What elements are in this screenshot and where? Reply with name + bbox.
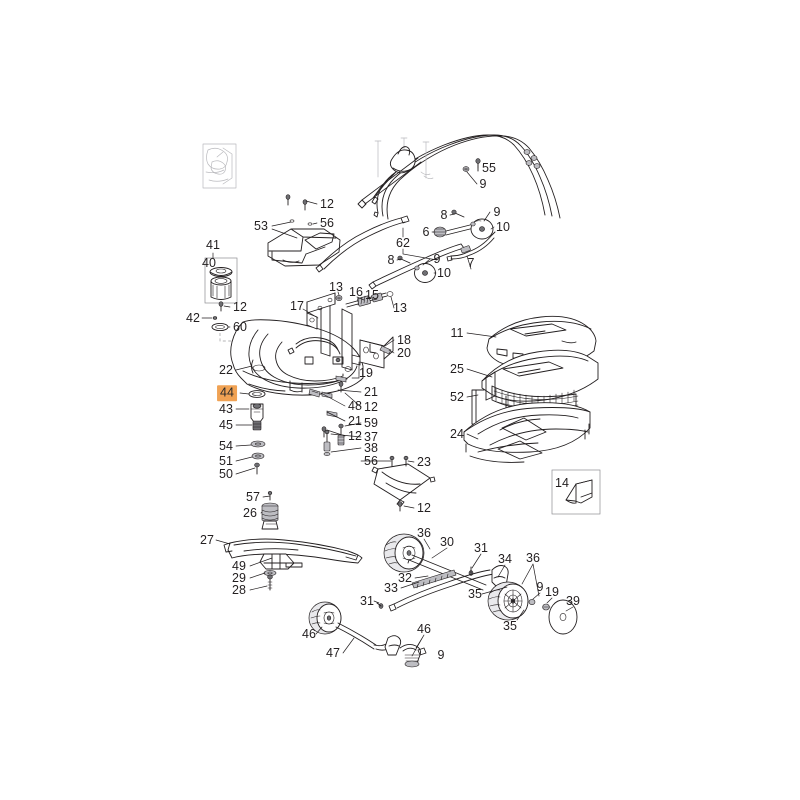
callout-label: 31 (360, 593, 374, 608)
center-fastener-group (323, 423, 436, 512)
callout-label: 57 (246, 489, 260, 504)
callout-label: 27 (200, 532, 214, 547)
callout-label: 12 (417, 500, 431, 515)
callout-label: 19 (359, 365, 373, 380)
callout-label: 34 (498, 551, 512, 566)
callout-label: 35 (468, 586, 482, 601)
grass-catcher-assembly (463, 315, 599, 463)
callout-label: 10 (437, 265, 451, 280)
callout-label: 20 (397, 345, 411, 360)
callout-label: 16 (349, 284, 363, 299)
blade-assembly (223, 491, 363, 591)
callout-label: 9 (479, 176, 487, 191)
callout-label: 35 (503, 618, 517, 633)
callout-label: 9 (493, 204, 501, 219)
callout-label: 18 (397, 332, 411, 347)
spring-6 (433, 226, 447, 238)
callout-label: 45 (219, 417, 233, 432)
callout-label: 26 (243, 505, 257, 520)
callout-label: 60 (233, 319, 247, 334)
callout-label: 7 (467, 255, 475, 270)
callout-label: 49 (232, 558, 246, 573)
callout-label: 12 (320, 196, 334, 211)
callout-label: 37 (364, 429, 378, 444)
callout-label: 51 (219, 453, 233, 468)
callout-label: 8 (440, 207, 448, 222)
deck-top-hardware (308, 291, 394, 438)
leader-lines (201, 163, 574, 657)
ghost-detail-sketch (202, 143, 237, 189)
callout-label: 56 (320, 215, 334, 230)
callout-label: 32 (398, 570, 412, 585)
callout-label: 56 (364, 453, 378, 468)
callout-label: 42 (186, 310, 200, 325)
callout-label: 25 (450, 361, 464, 376)
wheel-front-left (308, 601, 342, 635)
axle-wheel-assembly (308, 533, 578, 668)
callout-label: 30 (440, 534, 454, 549)
callout-label: 29 (232, 570, 246, 585)
callout-label: 8 (387, 252, 395, 267)
callout-label: 43 (219, 401, 233, 416)
air-filter-assembly (204, 257, 280, 342)
handlebar-assembly (357, 134, 561, 220)
callout-label: 14 (555, 475, 569, 490)
callout-label: 52 (450, 389, 464, 404)
callout-label: 9 (536, 579, 544, 594)
callout-label: 6 (422, 224, 430, 239)
callout-label: 23 (417, 454, 431, 469)
callout-label: 46 (417, 621, 431, 636)
callout-label: 12 (364, 399, 378, 414)
callout-label: 17 (290, 298, 304, 313)
callout-label: 21 (348, 413, 362, 428)
callout-label: 9 (437, 647, 445, 662)
left-fastener-column (248, 390, 266, 475)
callout-label: 39 (566, 593, 580, 608)
callout-label: 31 (474, 540, 488, 555)
callout-label: 59 (364, 415, 378, 430)
callout-label-highlighted: 44 (217, 385, 237, 401)
callout-label: 33 (384, 580, 398, 595)
callout-label: 12 (348, 428, 362, 443)
callout-label: 22 (219, 362, 233, 377)
callout-label: 55 (482, 160, 496, 175)
callout-label: 12 (233, 299, 247, 314)
front-right-wheel-parts (399, 643, 427, 668)
handle-rods-assembly (315, 209, 496, 290)
clutch-26 (261, 502, 279, 530)
mower-deck (230, 292, 364, 396)
callout-label: 11 (450, 325, 464, 340)
callout-label: 36 (526, 550, 540, 565)
wheel-rear-right (487, 581, 529, 621)
callout-label: 50 (219, 466, 233, 481)
callout-label: 19 (545, 584, 559, 599)
callout-label: 15 (365, 287, 379, 302)
callout-label: 62 (396, 235, 410, 250)
callout-label: 21 (364, 384, 378, 399)
callout-label: 46 (302, 626, 316, 641)
inset-box-14 (551, 469, 601, 515)
callout-label: 41 (206, 237, 220, 252)
callout-label: 54 (219, 438, 233, 453)
callout-label: 40 (202, 255, 216, 270)
callout-label: 47 (326, 645, 340, 660)
callout-label: 24 (450, 426, 464, 441)
callout-label: 36 (417, 525, 431, 540)
control-lever-detail (371, 137, 434, 205)
callout-label: 13 (393, 300, 407, 315)
callout-label: 53 (254, 218, 268, 233)
callout-label: 48 (348, 398, 362, 413)
callout-label: 9 (433, 251, 441, 266)
callout-label: 28 (232, 582, 246, 597)
callout-label: 10 (496, 219, 510, 234)
callout-label: 13 (329, 279, 343, 294)
callout-label: 38 (364, 440, 378, 455)
engine-cover-assembly (267, 194, 341, 267)
